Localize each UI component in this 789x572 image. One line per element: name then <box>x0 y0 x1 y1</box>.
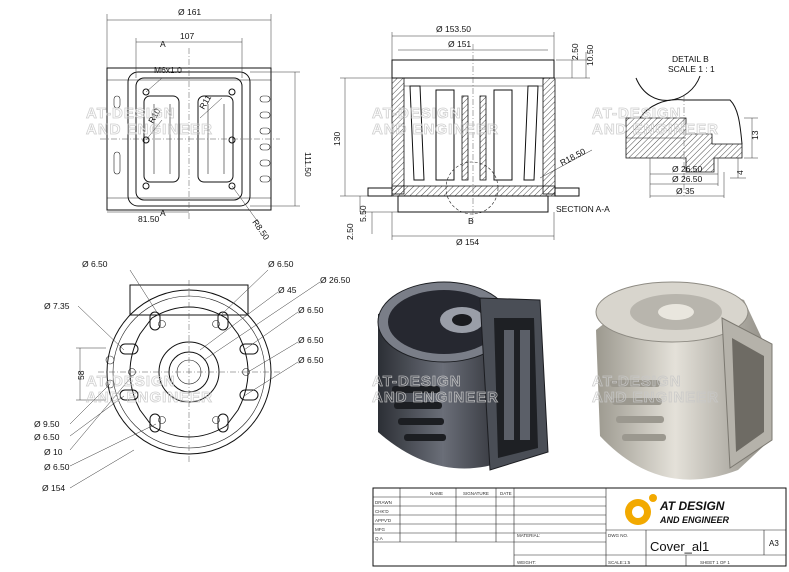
dia-10: Ø 10 <box>44 447 63 457</box>
render-light <box>595 281 773 480</box>
dim-4: 4 <box>735 170 745 175</box>
hole-650-r3: Ø 6.50 <box>298 355 324 365</box>
dim-radius-corner: R8.50 <box>250 217 271 242</box>
watermark-line2: AND ENGINEER <box>592 389 719 406</box>
sheet-label: SHEET 1 OF 1 <box>700 560 730 565</box>
scale-label: SCALE:1:5 <box>608 560 631 565</box>
dim-58: 58 <box>76 370 86 380</box>
section-mark-bottom: A <box>160 208 166 218</box>
section-label: SECTION A-A <box>556 204 610 214</box>
logo-line2: AND ENGINEER <box>659 515 730 525</box>
watermark-line1: AT-DESIGN <box>372 373 462 390</box>
drawing-name: Cover_al1 <box>650 539 709 554</box>
dim-half-width: 81.50 <box>138 214 160 224</box>
watermark-line2: AND ENGINEER <box>372 121 499 138</box>
watermark-line1: AT-DESIGN <box>592 105 682 122</box>
dim-radius-1850: R18.50 <box>558 146 587 168</box>
hole-650-l1: Ø 6.50 <box>34 432 60 442</box>
watermark-line1: AT-DESIGN <box>86 105 176 122</box>
dim-thread: M6x1.0 <box>154 65 182 75</box>
watermark-line2: AND ENGINEER <box>372 389 499 406</box>
dim-250-top: 2.50 <box>570 43 580 60</box>
hole-650-tr: Ø 6.50 <box>268 259 294 269</box>
detail-view: DETAIL B SCALE 1 : 1 13 4 Ø 26.50 Ø 26.5… <box>625 54 760 198</box>
dim-bottom-dia: Ø 154 <box>456 237 479 247</box>
col-signature: SIGNATURE <box>463 491 489 496</box>
sheet-size: A3 <box>769 539 779 548</box>
dwg-no-label: DWG NO. <box>608 533 628 538</box>
weight-label: WEIGHT: <box>517 560 536 565</box>
dim-1050: 10.50 <box>585 44 595 66</box>
render-dark <box>377 281 549 471</box>
dim-inner-width: 107 <box>180 31 194 41</box>
hole-650-l2: Ø 6.50 <box>44 462 70 472</box>
dia-45: Ø 45 <box>278 285 297 295</box>
title-block: NAME SIGNATURE DATE DRAWN CHK'D APPV'D M… <box>372 487 787 567</box>
logo-line1: AT DESIGN <box>659 499 725 513</box>
material-label: MATERIAL: <box>517 533 540 538</box>
bottom-view: Ø 6.50 Ø 6.50 Ø 26.50 Ø 45 Ø 6.50 Ø 6.50… <box>34 259 351 493</box>
dim-dia-35: Ø 35 <box>676 186 695 196</box>
watermark-line1: AT-DESIGN <box>86 373 176 390</box>
watermark-line1: AT-DESIGN <box>592 373 682 390</box>
watermarks: AT-DESIGN AND ENGINEER AT-DESIGN AND ENG… <box>86 105 719 407</box>
hole-650-r2: Ø 6.50 <box>298 335 324 345</box>
dim-250-bottom: 2.50 <box>345 223 355 240</box>
detail-title: DETAIL B <box>672 54 709 64</box>
dim-dia-2650-a: Ø 26.50 <box>672 164 703 174</box>
row-mfg: MFG <box>375 527 385 532</box>
dia-735: Ø 7.35 <box>44 301 70 311</box>
col-name: NAME <box>430 491 443 496</box>
dia-2650-bottom: Ø 26.50 <box>320 275 351 285</box>
row-approved: APPV'D <box>375 518 392 523</box>
section-mark-top: A <box>160 39 166 49</box>
dim-height-130: 130 <box>332 132 342 146</box>
hole-650-r1: Ø 6.50 <box>298 305 324 315</box>
col-date: DATE <box>500 491 512 496</box>
dim-550: 5.50 <box>358 205 368 222</box>
row-checked: CHK'D <box>375 509 389 514</box>
watermark-line2: AND ENGINEER <box>86 389 213 406</box>
front-view: Ø 161 107 A A M6x1.0 R10 R11 111.50 81.5… <box>100 7 313 242</box>
dim-height: 111.50 <box>303 152 313 177</box>
dim-outer-dia: Ø 153.50 <box>436 24 471 34</box>
dim-inner-dia: Ø 151 <box>448 39 471 49</box>
dia-950: Ø 9.50 <box>34 419 60 429</box>
row-qa: Q.A <box>375 536 383 541</box>
dim-13: 13 <box>750 130 760 140</box>
row-drawn: DRAWN <box>375 500 392 505</box>
dim-dia-2650-b: Ø 26.50 <box>672 174 703 184</box>
dim-top-width: Ø 161 <box>178 7 201 17</box>
detail-mark: B <box>468 216 474 226</box>
watermark-line2: AND ENGINEER <box>592 121 719 138</box>
dia-154: Ø 154 <box>42 483 65 493</box>
hole-650-tl: Ø 6.50 <box>82 259 108 269</box>
detail-scale: SCALE 1 : 1 <box>668 64 715 74</box>
watermark-line1: AT-DESIGN <box>372 105 462 122</box>
watermark-line2: AND ENGINEER <box>86 121 213 138</box>
logo-gear-icon <box>625 494 657 525</box>
